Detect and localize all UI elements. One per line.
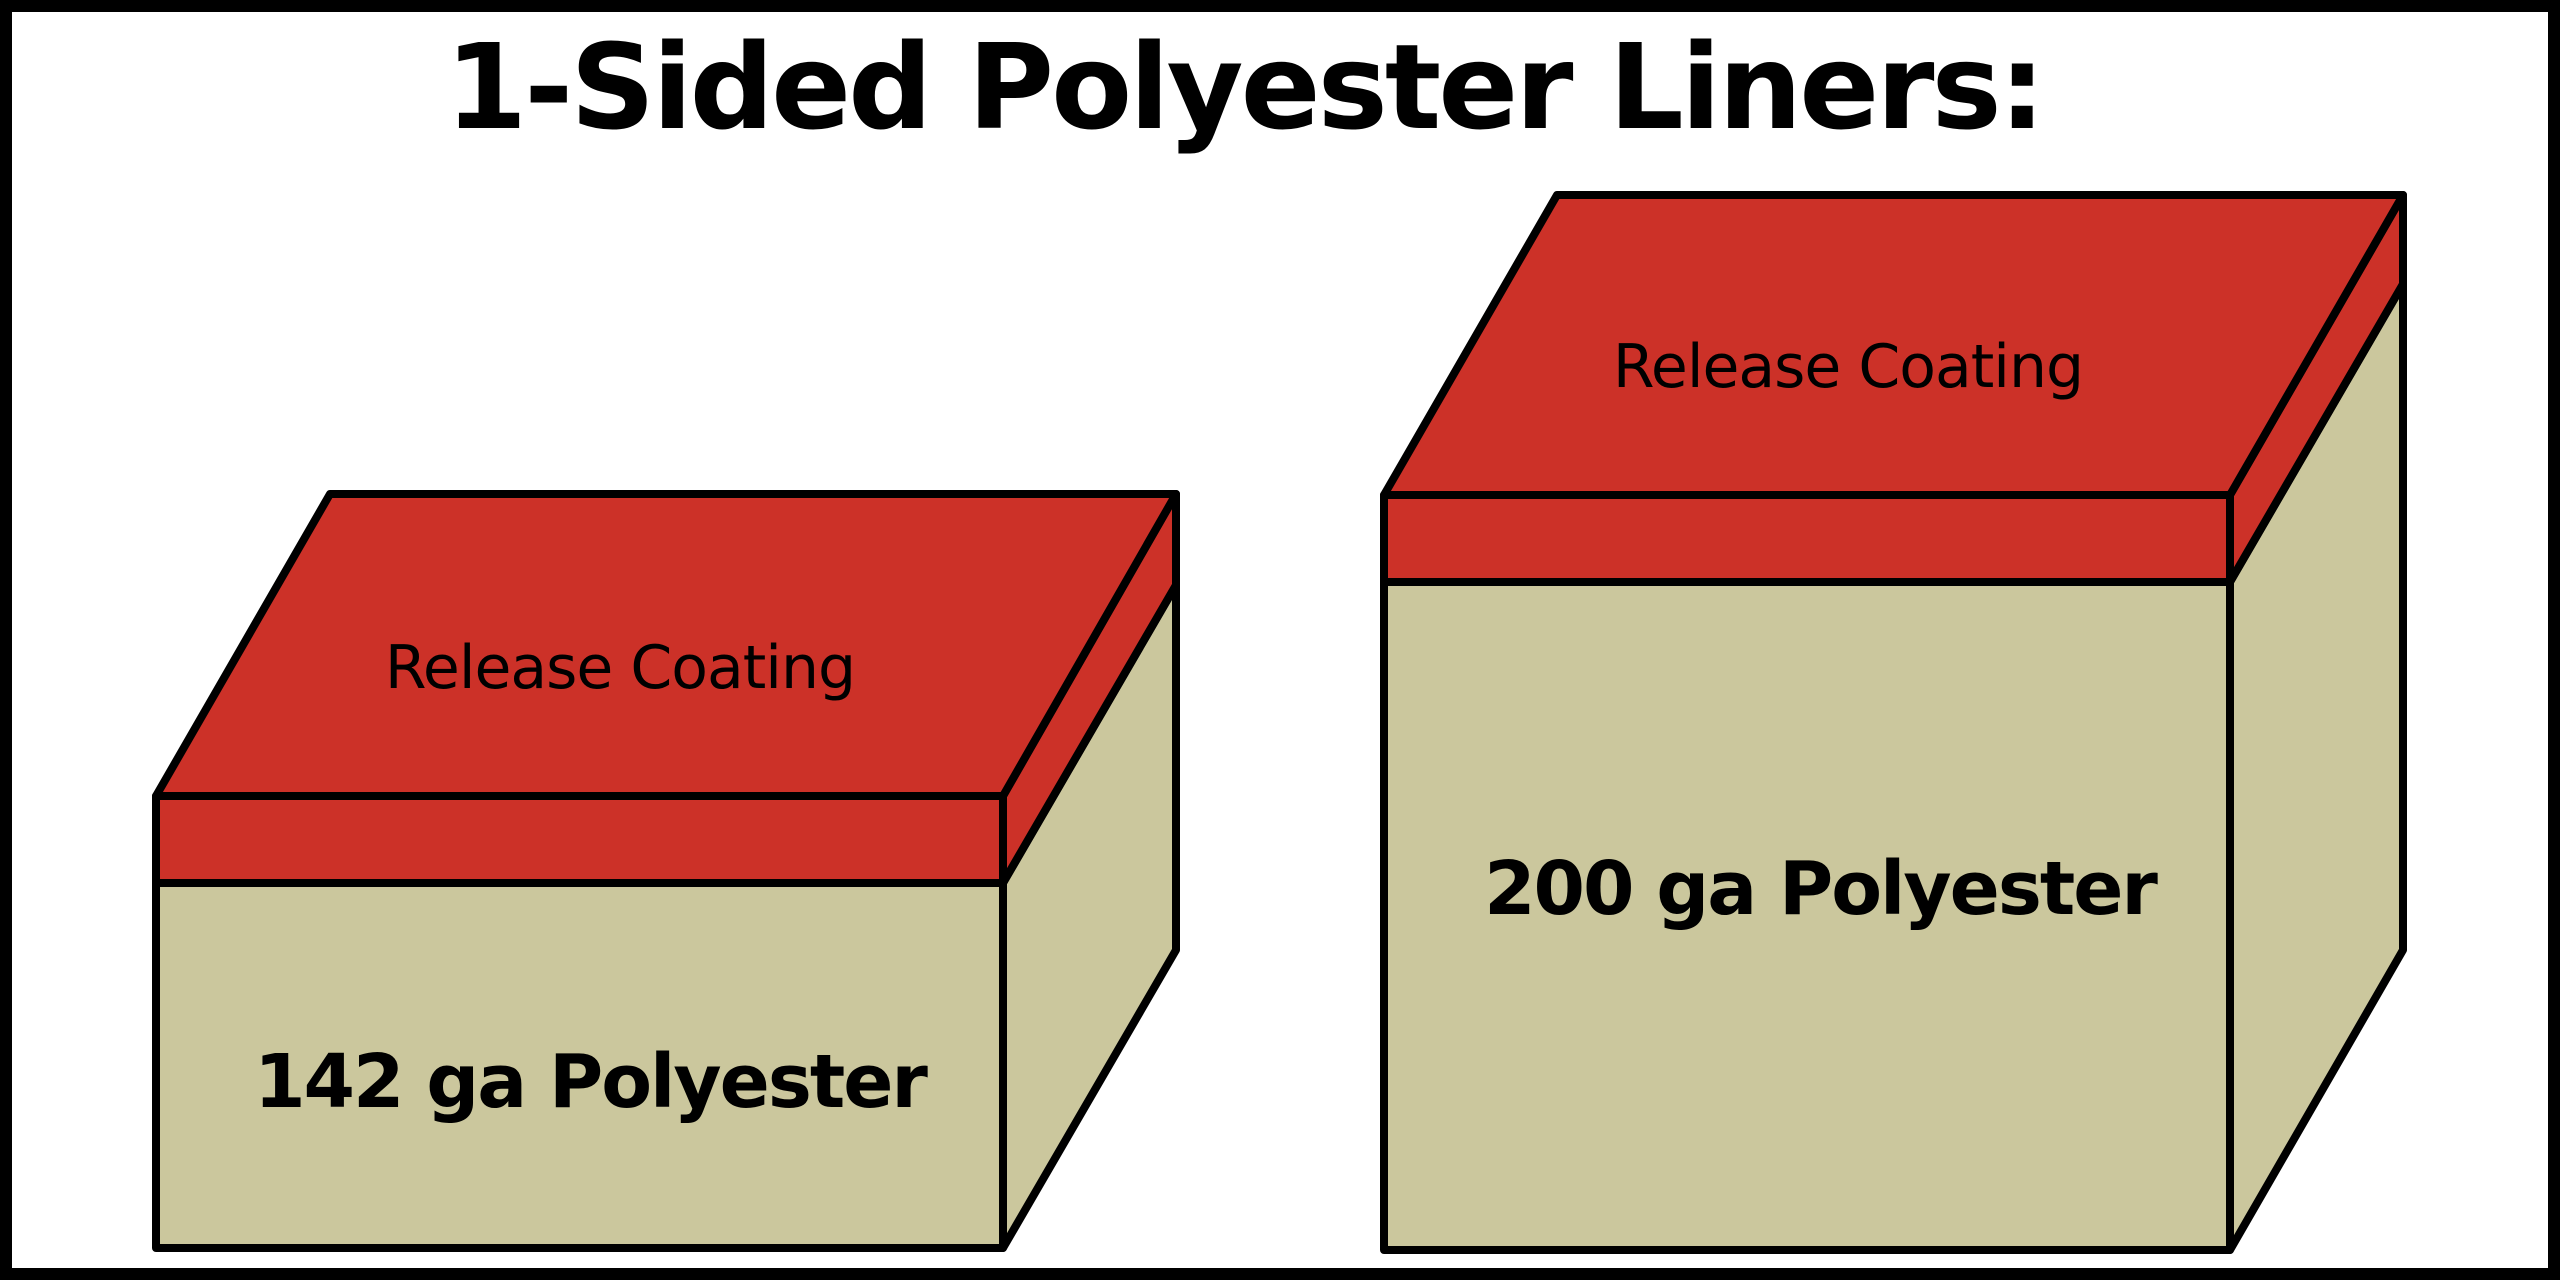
release-coating-label: Release Coating — [1613, 332, 2083, 402]
release-coating-label: Release Coating — [385, 633, 855, 703]
coating-front-face — [152, 792, 1007, 887]
coating-top-face — [152, 490, 1180, 800]
polyester-gauge-label: 142 ga Polyester — [254, 1039, 928, 1125]
coating-top-face — [1380, 191, 2407, 499]
diagram-title: 1-Sided Polyester Liners: — [445, 18, 2043, 156]
liner-box-200: Release Coating 200 ga Polyester — [1380, 191, 2407, 1254]
liner-box-142: Release Coating 142 ga Polyester — [152, 490, 1180, 1252]
polyester-gauge-label: 200 ga Polyester — [1484, 846, 2158, 932]
coating-front-face — [1380, 491, 2234, 586]
